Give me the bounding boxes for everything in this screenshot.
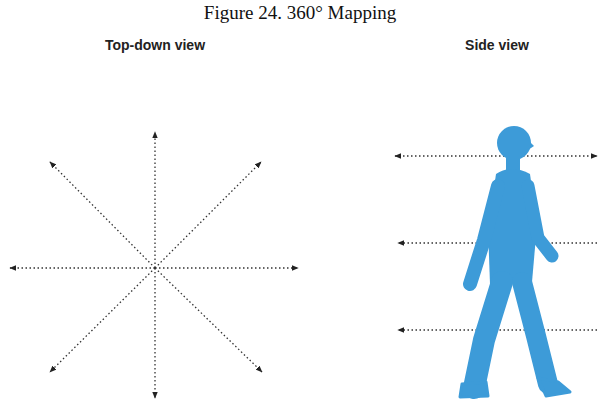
direction-arrow bbox=[50, 162, 155, 268]
person-arm bbox=[470, 186, 498, 284]
figure-title: Figure 24. 360° Mapping bbox=[204, 2, 396, 24]
direction-arrow bbox=[50, 268, 155, 372]
person-nose bbox=[528, 140, 534, 150]
view-label: Side view bbox=[465, 37, 529, 53]
direction-arrow bbox=[154, 268, 155, 398]
person-leg bbox=[522, 282, 548, 384]
direction-arrow bbox=[155, 267, 298, 268]
walking-person bbox=[460, 126, 570, 397]
person-head bbox=[497, 126, 531, 160]
top-down-arrows bbox=[10, 132, 298, 398]
direction-arrow bbox=[155, 162, 261, 268]
person-arm bbox=[528, 186, 552, 256]
direction-arrow bbox=[10, 267, 155, 268]
direction-arrow bbox=[155, 268, 262, 372]
view-label: Top-down view bbox=[105, 37, 205, 53]
person-foot bbox=[538, 378, 570, 396]
person-leg bbox=[474, 282, 502, 388]
direction-arrow bbox=[395, 155, 597, 156]
direction-arrow bbox=[154, 132, 155, 268]
person-foot bbox=[460, 382, 488, 397]
